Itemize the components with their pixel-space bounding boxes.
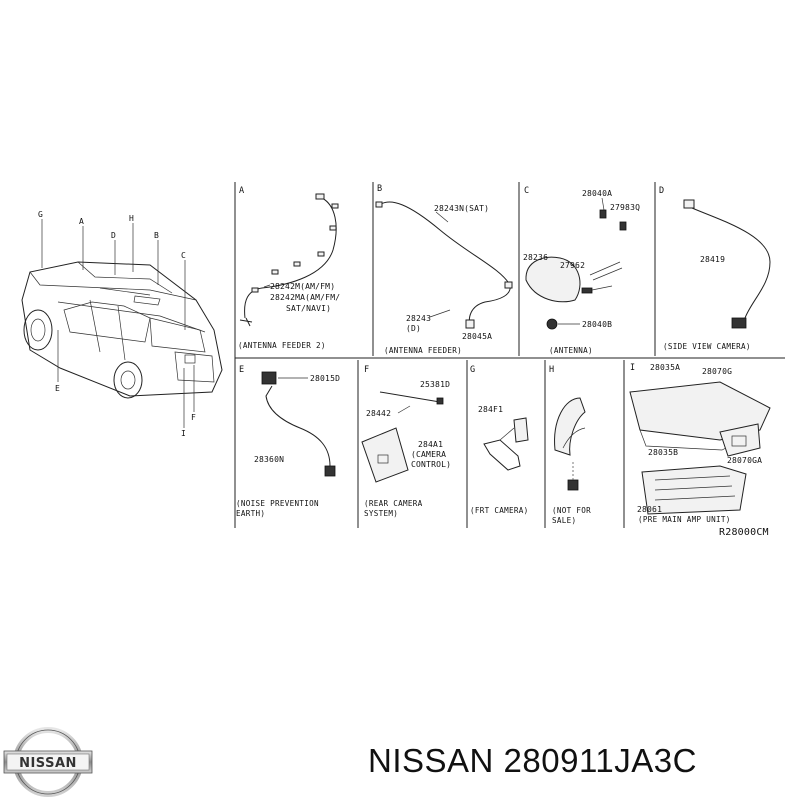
diagram-code: R28000CM bbox=[719, 527, 769, 538]
part-28243: 28243 bbox=[406, 314, 431, 323]
part-284f1: 284F1 bbox=[478, 405, 503, 414]
panel-g-letter: G bbox=[470, 365, 475, 375]
panel-e-caption-2: EARTH) bbox=[236, 509, 265, 518]
panel-a-letter: A bbox=[239, 186, 244, 196]
logo-text: NISSAN bbox=[19, 756, 77, 771]
callout-b: B bbox=[154, 231, 159, 240]
panel-i-letter: I bbox=[630, 363, 635, 373]
panel-a: A 28242M(AM/FM) 28242MA(AM/FM/ SAT/NAVI)… bbox=[238, 186, 340, 350]
panel-h: H (NOT FOR SALE) bbox=[549, 365, 591, 525]
part-28070ga: 28070GA bbox=[727, 456, 762, 465]
part-28243-d: (D) bbox=[406, 324, 421, 333]
panel-d-caption: (SIDE VIEW CAMERA) bbox=[663, 342, 751, 351]
part-number-title: NISSAN 280911JA3C bbox=[368, 742, 697, 779]
part-27962: 27962 bbox=[560, 261, 585, 270]
panel-d: D 28419 (SIDE VIEW CAMERA) bbox=[659, 186, 771, 351]
panel-f: F 25381D 28442 284A1 (CAMERA CONTROL) (R… bbox=[361, 365, 451, 518]
panel-d-letter: D bbox=[659, 186, 664, 196]
panel-b-letter: B bbox=[377, 184, 382, 194]
panel-b: B 28243N(SAT) 28243 (D) 28045A (ANTENNA … bbox=[375, 184, 513, 355]
callout-f: F bbox=[191, 413, 196, 422]
part-28242m: 28242M(AM/FM) bbox=[270, 282, 335, 291]
panel-c-letter: C bbox=[524, 186, 529, 196]
panel-f-letter: F bbox=[364, 365, 369, 375]
panel-c-caption: (ANTENNA) bbox=[549, 346, 593, 355]
part-28360n: 28360N bbox=[254, 455, 284, 464]
callout-i: I bbox=[181, 429, 186, 438]
panel-g-caption: (FRT CAMERA) bbox=[470, 506, 528, 515]
panel-a-caption: (ANTENNA FEEDER 2) bbox=[238, 341, 326, 350]
part-28243n: 28243N(SAT) bbox=[434, 204, 489, 213]
part-28242ma-sat: SAT/NAVI) bbox=[286, 304, 331, 313]
panel-i-caption: (PRE MAIN AMP UNIT) bbox=[638, 515, 731, 524]
panel-e-letter: E bbox=[239, 365, 244, 375]
panel-grid bbox=[234, 182, 785, 528]
panel-h-letter: H bbox=[549, 365, 554, 375]
part-28040b: 28040B bbox=[582, 320, 612, 329]
part-28419: 28419 bbox=[700, 255, 725, 264]
part-28045a: 28045A bbox=[462, 332, 492, 341]
part-28242ma: 28242MA(AM/FM/ bbox=[270, 293, 340, 302]
callout-g: G bbox=[38, 210, 43, 219]
part-25381d: 25381D bbox=[420, 380, 450, 389]
part-control-label: CONTROL) bbox=[411, 460, 451, 469]
callout-e: E bbox=[55, 384, 60, 393]
part-28236: 28236 bbox=[523, 253, 548, 262]
vehicle-overview: G A H D B C E F I bbox=[21, 210, 223, 438]
part-28070g: 28070G bbox=[702, 367, 732, 376]
part-28035b: 28035B bbox=[648, 448, 678, 457]
panel-h-caption-1: (NOT FOR bbox=[552, 506, 591, 515]
callout-a: A bbox=[79, 217, 84, 226]
nissan-logo-icon: NISSAN bbox=[3, 727, 93, 797]
panel-c: C 28040A 27983Q 28236 27962 28040B (ANTE… bbox=[523, 186, 640, 355]
panel-h-caption-2: SALE) bbox=[552, 516, 576, 525]
callout-h: H bbox=[129, 214, 134, 223]
callout-d: D bbox=[111, 231, 116, 240]
panel-g: G 284F1 (FRT CAMERA) bbox=[470, 365, 529, 515]
panel-e-caption-1: (NOISE PREVENTION bbox=[236, 499, 319, 508]
part-28442: 28442 bbox=[366, 409, 391, 418]
panel-b-caption: (ANTENNA FEEDER) bbox=[384, 346, 462, 355]
part-28035a: 28035A bbox=[650, 363, 680, 372]
panel-e: E 28015D 28360N (NOISE PREVENTION EARTH) bbox=[236, 365, 340, 518]
panel-i: I 28035A 28070G 28035B 28070GA 28061 (PR… bbox=[629, 363, 771, 524]
panel-f-caption-2: SYSTEM) bbox=[364, 509, 398, 518]
part-28061: 28061 bbox=[637, 505, 662, 514]
panel-f-caption-1: (REAR CAMERA bbox=[364, 499, 423, 508]
callout-c: C bbox=[181, 251, 186, 260]
part-284a1: 284A1 bbox=[418, 440, 443, 449]
part-28015d: 28015D bbox=[310, 374, 340, 383]
part-camera-label: (CAMERA bbox=[411, 450, 446, 459]
part-27983q: 27983Q bbox=[610, 203, 640, 212]
part-28040a: 28040A bbox=[582, 189, 612, 198]
